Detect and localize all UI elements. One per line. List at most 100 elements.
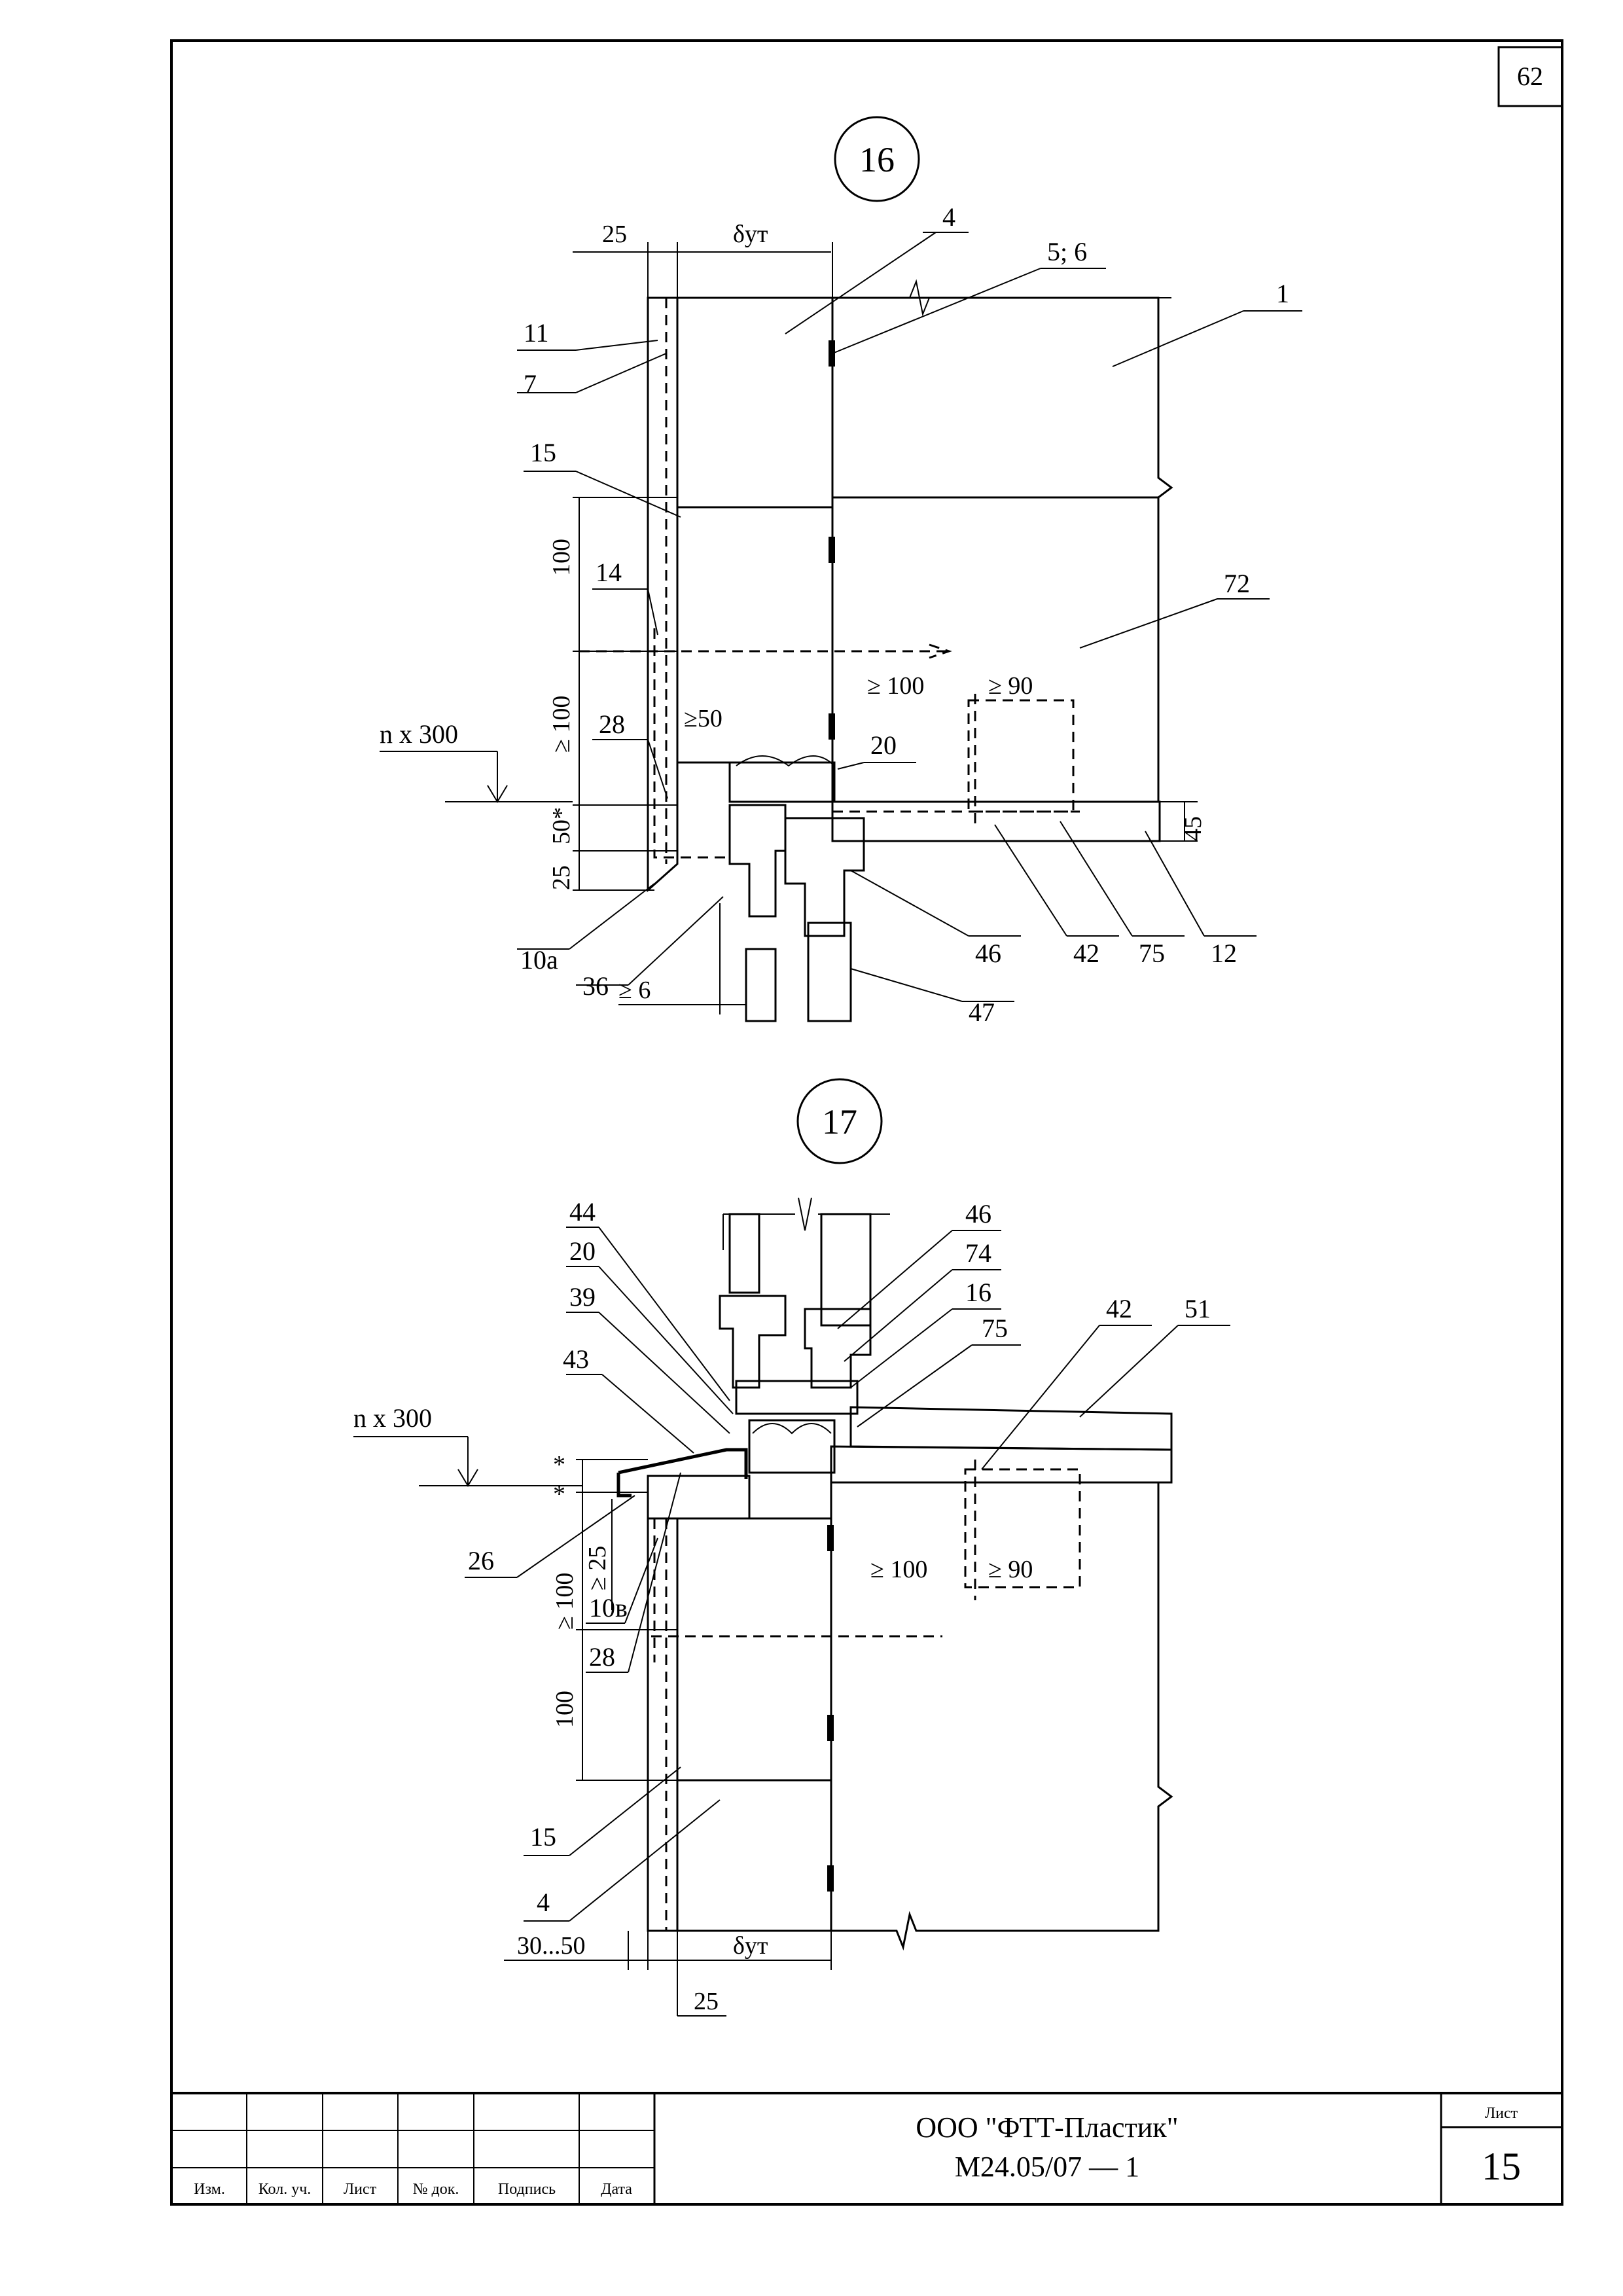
dim-16-ge50: ≥50	[684, 705, 722, 732]
stamp-col-2: Кол. уч.	[259, 2181, 312, 2198]
label-16-4: 4	[942, 202, 955, 232]
label-16-1: 1	[1276, 279, 1289, 308]
wall-concrete-16	[831, 296, 1173, 499]
dim-16-25b: 25	[548, 865, 575, 890]
detail-17-number: 17	[822, 1102, 857, 1141]
label-16-72: 72	[1224, 569, 1250, 598]
foam-17	[752, 1423, 832, 1435]
leaders-16	[517, 232, 1302, 1002]
adhesive-pads-16	[829, 340, 835, 740]
label-16-14: 14	[596, 558, 622, 587]
title-block	[170, 2092, 1563, 2206]
dimensions-16	[573, 242, 1198, 1014]
label-17-43: 43	[563, 1344, 589, 1374]
label-17-16: 16	[965, 1278, 991, 1307]
dim-17-ge25: ≥ 25	[584, 1546, 611, 1590]
detail-16-number: 16	[859, 140, 895, 179]
sheet-label: Лист	[1485, 2105, 1518, 2122]
seal-20-16	[728, 761, 836, 803]
dim-17-ge100: ≥ 100	[551, 1573, 579, 1630]
dim-16-25: 25	[602, 221, 627, 248]
dim-16-ge100h: ≥ 100	[867, 672, 924, 700]
label-16-12: 12	[1211, 939, 1237, 968]
detail-16-marker	[834, 116, 920, 202]
stamp-col-6: Дата	[601, 2181, 632, 2198]
stamp-col-3: Лист	[344, 2181, 377, 2198]
adhesive-pads-17	[827, 1525, 834, 1892]
stamp-col-1: Изм.	[194, 2181, 225, 2198]
label-16-5-6: 5; 6	[1047, 237, 1087, 266]
dim-16-thickness: δут	[733, 221, 768, 248]
detail-16: 16	[380, 116, 1302, 1027]
flashing-26	[618, 1448, 748, 1479]
label-16-46: 46	[975, 939, 1001, 968]
label-17-10v: 10в	[589, 1593, 628, 1623]
stamp-col-4: № док.	[413, 2181, 459, 2198]
page-number: 62	[1517, 62, 1543, 91]
dim-16-50: 50*	[548, 807, 575, 844]
level-mark-16	[380, 751, 573, 803]
render-layer-16	[647, 296, 679, 893]
dim-17-100: 100	[551, 1691, 579, 1728]
label-17-74: 74	[965, 1238, 991, 1268]
level-17-n300: n x 300	[353, 1403, 432, 1433]
dim-16-100: 100	[548, 539, 575, 576]
label-16-36: 36	[582, 971, 609, 1001]
label-17-39: 39	[569, 1282, 596, 1312]
label-17-15: 15	[530, 1822, 556, 1852]
label-16-47: 47	[969, 997, 995, 1027]
label-17-20: 20	[569, 1236, 596, 1266]
dim-16-ge90: ≥ 90	[988, 672, 1033, 700]
level-mark-17	[353, 1436, 582, 1487]
dim-17-star1: *	[553, 1451, 565, 1479]
window-frame-16	[728, 804, 865, 1022]
page-number-box: 62	[1497, 46, 1563, 107]
label-16-15: 15	[530, 438, 556, 467]
flashing-26-drip	[616, 1473, 632, 1498]
label-17-75: 75	[982, 1314, 1008, 1343]
dim-16-45: 45	[1179, 816, 1207, 841]
dim-17-ge90: ≥ 90	[988, 1556, 1033, 1583]
label-16-75: 75	[1139, 939, 1165, 968]
dim-16-ge6: ≥ 6	[618, 977, 651, 1004]
insulation-16-a	[676, 296, 834, 509]
dim-17-star2: *	[553, 1480, 565, 1508]
label-16-42: 42	[1073, 939, 1099, 968]
anchor-16	[579, 643, 952, 659]
profile-14	[653, 628, 726, 859]
label-17-28: 28	[589, 1642, 615, 1672]
render-17-top	[647, 1475, 751, 1520]
stamp-col-5: Подпись	[498, 2181, 556, 2198]
leaders-17	[465, 1227, 1230, 1922]
foam-16	[736, 755, 835, 767]
label-17-4: 4	[537, 1888, 550, 1917]
label-16-28: 28	[599, 709, 625, 739]
break-line-16	[832, 279, 1171, 317]
insulation-17-b	[676, 1779, 832, 1932]
label-17-42: 42	[1106, 1294, 1132, 1323]
dimensions-17	[504, 1459, 832, 2017]
label-17-44: 44	[569, 1197, 596, 1227]
seal-20-17	[748, 1419, 836, 1474]
dim-17-25: 25	[694, 1988, 719, 2015]
wall-concrete-17	[830, 1481, 1173, 1951]
sheet-frame	[170, 39, 1563, 2206]
label-17-51: 51	[1185, 1294, 1211, 1323]
label-17-26: 26	[468, 1546, 494, 1575]
doc-code: М24.05/07 — 1	[955, 2151, 1139, 2183]
label-17-46: 46	[965, 1199, 991, 1229]
dim-16-ge100: ≥ 100	[548, 696, 575, 753]
dim-17-thickness: δут	[733, 1932, 768, 1960]
sill-board-51	[849, 1406, 1173, 1451]
detail-17: 17	[353, 1078, 1230, 2017]
detail-17-marker	[796, 1078, 883, 1164]
support-42	[967, 699, 1075, 813]
dim-17-ge100h: ≥ 100	[870, 1556, 927, 1583]
insulation-17-a	[676, 1517, 832, 1782]
label-16-7: 7	[524, 369, 537, 399]
sill-12	[831, 800, 1161, 842]
label-16-20: 20	[870, 730, 897, 760]
level-16-n300: n x 300	[380, 719, 458, 749]
support-42-17	[964, 1468, 1081, 1588]
